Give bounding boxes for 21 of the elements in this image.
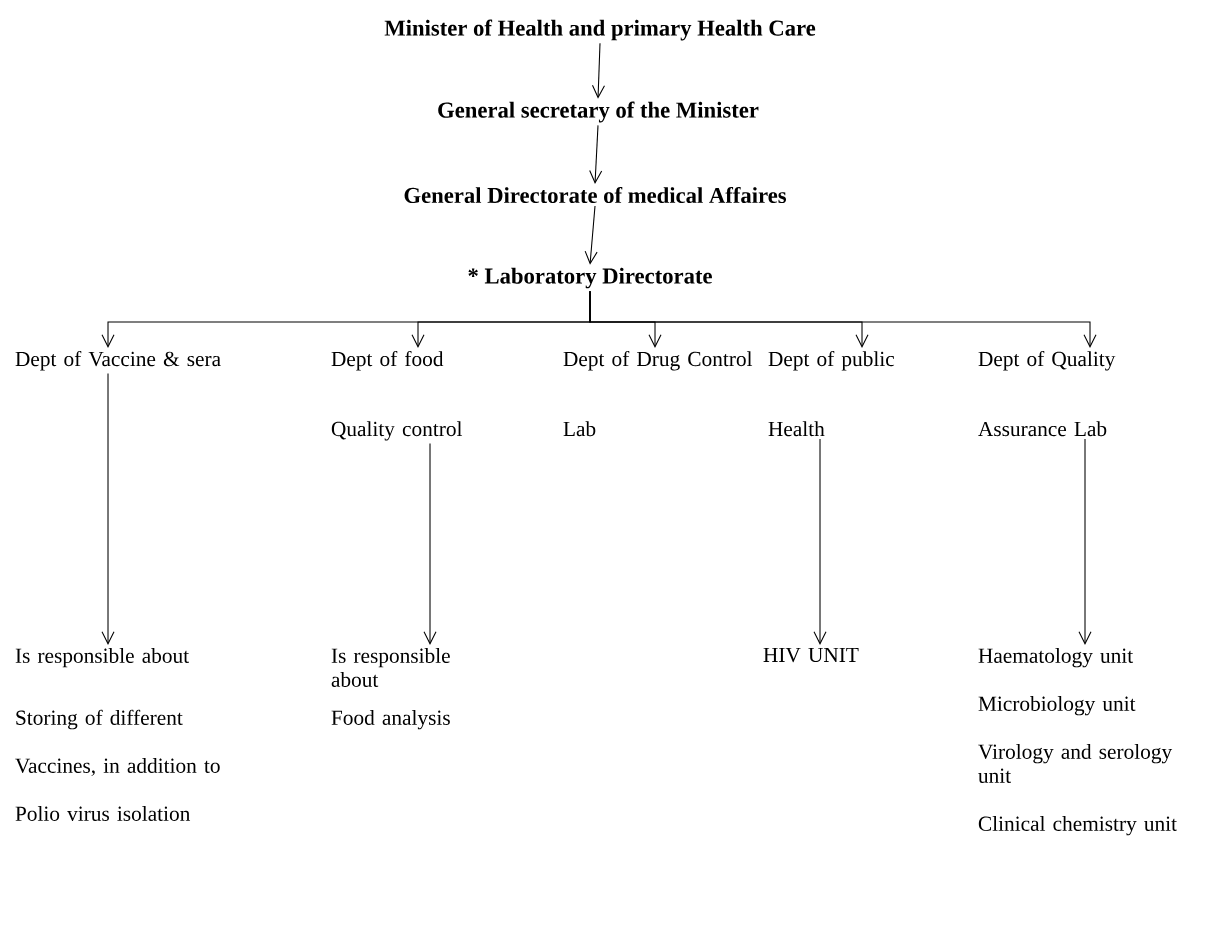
arrow — [423, 442, 437, 645]
node-text: Dept of food Quality control — [331, 350, 463, 441]
node-text: Dept of public Health — [768, 350, 895, 437]
node-text: Dept of Drug Control Lab — [563, 350, 753, 437]
node-text: Is responsible about Storing of different Vaccines, in addition to Polio virus isolation — [15, 647, 220, 821]
arrow — [1078, 438, 1092, 645]
node-text: Dept of Vaccine & sera — [15, 350, 221, 371]
node-text: Dept of Quality Assurance Lab — [978, 350, 1116, 437]
arrow — [591, 42, 605, 99]
heading-text: General Directorate of medical Affaires — [404, 186, 787, 204]
node-text: Haematology unit Microbiology unit Virology and serology unit Clinical chemistry unit — [978, 647, 1177, 836]
arrow — [813, 438, 827, 645]
heading-text: * Laboratory Directorate — [468, 267, 712, 289]
heading-text: General secretary of the Minister — [438, 101, 759, 123]
arrow — [589, 290, 1097, 348]
arrow — [589, 124, 603, 184]
arrow — [584, 205, 598, 265]
node-text: HIV UNIT — [763, 647, 859, 663]
heading-text: Minister of Health and primary Health Care — [384, 19, 816, 41]
node-text: Is responsible about Food analysis — [331, 647, 450, 730]
arrow — [101, 372, 115, 645]
